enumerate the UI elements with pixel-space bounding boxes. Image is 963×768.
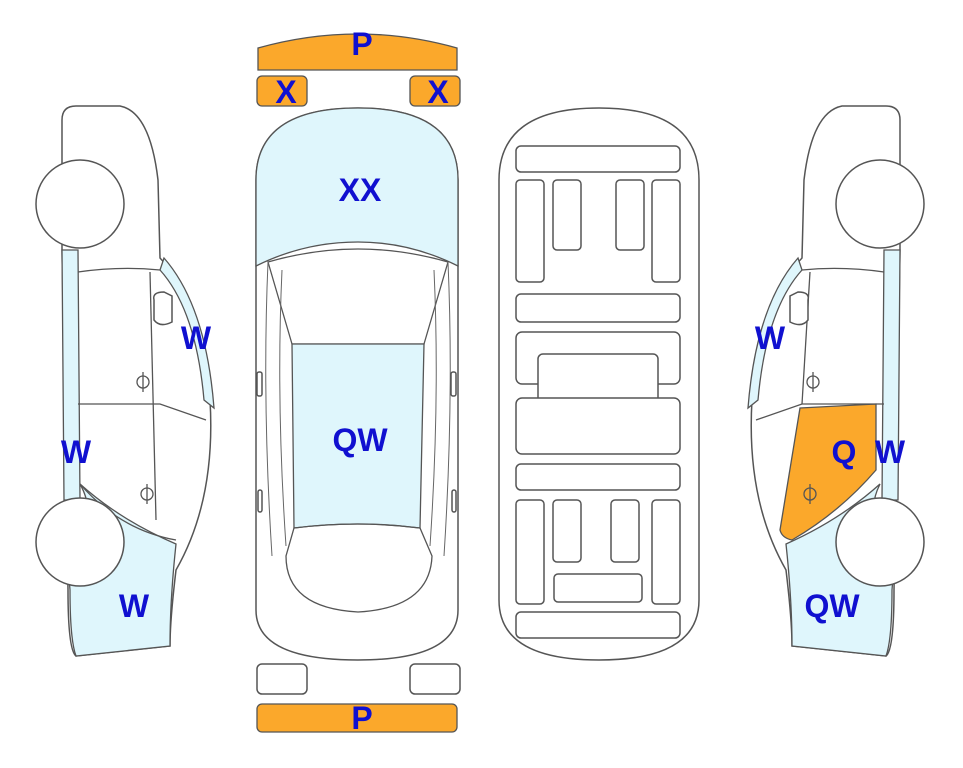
left-side-line — [265, 261, 273, 557]
floor-panel-13[interactable] — [610, 499, 640, 563]
left-rear-handle — [257, 489, 263, 513]
hood-panel[interactable] — [255, 107, 459, 268]
rear-window — [285, 523, 433, 613]
left-mirror — [256, 371, 263, 397]
windshield-frame — [267, 248, 449, 345]
left-rocker-label: W — [61, 434, 92, 470]
floor-panel-16[interactable] — [515, 611, 681, 639]
floor-panel-9[interactable] — [515, 397, 681, 455]
front-bumper-panel[interactable] — [257, 33, 458, 71]
left-mirror-side — [152, 291, 173, 326]
right-rear-handle — [451, 489, 457, 513]
rear-left-light[interactable] — [256, 663, 308, 695]
right-rear-door-panel[interactable] — [779, 403, 877, 541]
right-door-b-line — [801, 271, 811, 405]
floor-panel-4[interactable] — [615, 179, 645, 251]
fender-right-panel[interactable] — [409, 75, 461, 107]
right-front-wheel — [835, 159, 925, 249]
right-rocker-label: W — [875, 434, 906, 470]
left-door-rear — [79, 483, 177, 541]
left-door-b-line — [149, 271, 157, 521]
right-rear-door-label: Q — [832, 434, 857, 470]
top-view-car — [255, 107, 459, 661]
left-front-handle — [136, 372, 150, 392]
right-rear-handle-side — [803, 484, 817, 504]
right-beltline — [801, 267, 885, 273]
left-inner-line — [279, 269, 287, 547]
floor-panel-6[interactable] — [515, 293, 681, 323]
right-front-handle — [806, 372, 820, 392]
left-a-pillar-panel[interactable] — [159, 256, 215, 410]
floor-panel-1[interactable] — [515, 145, 681, 173]
left-rear-quarter-label: W — [119, 588, 150, 624]
left-door-divider — [78, 403, 207, 421]
right-a-pillar-panel[interactable] — [747, 256, 803, 410]
rear-bumper-label: P — [351, 700, 372, 736]
right-inner-line — [429, 269, 437, 547]
left-front-wheel — [35, 159, 125, 249]
roof-label: QW — [332, 422, 388, 458]
hood-label: XX — [339, 172, 382, 208]
floor-panel-11[interactable] — [515, 499, 545, 605]
right-side-view — [747, 105, 925, 657]
left-beltline — [77, 267, 161, 273]
left-side-view — [35, 105, 215, 657]
front-bumper-label: P — [351, 26, 372, 62]
floor-panel-3[interactable] — [552, 179, 582, 251]
rear-bumper-panel[interactable] — [256, 703, 458, 733]
floor-panel-12[interactable] — [552, 499, 582, 563]
right-side-line — [443, 261, 451, 557]
floor-panel-14[interactable] — [651, 499, 681, 605]
rear-right-light[interactable] — [409, 663, 461, 695]
right-mirror — [450, 371, 457, 397]
left-a-pillar-label: W — [181, 320, 212, 356]
left-rear-wheel — [35, 497, 125, 587]
right-rear-quarter-label: QW — [804, 588, 860, 624]
fender-right-label: X — [427, 74, 449, 110]
right-a-pillar-label: W — [755, 320, 786, 356]
left-rear-handle-side — [140, 484, 154, 504]
floor-panel-10[interactable] — [515, 463, 681, 491]
fender-left-label: X — [275, 74, 297, 110]
floor-panel-15[interactable] — [553, 573, 643, 603]
right-mirror-side — [789, 291, 810, 326]
floor-panel-5[interactable] — [651, 179, 681, 283]
underbody-view — [498, 107, 700, 661]
floor-panel-2[interactable] — [515, 179, 545, 283]
fender-left-panel[interactable] — [256, 75, 308, 107]
right-rear-wheel — [835, 497, 925, 587]
